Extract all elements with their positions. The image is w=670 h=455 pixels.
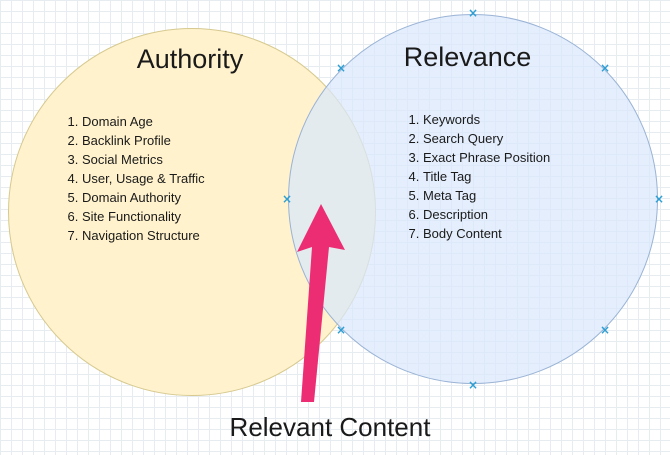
list-item: Keywords xyxy=(423,110,550,129)
arrow-shape[interactable] xyxy=(297,204,345,402)
selection-handle[interactable]: × xyxy=(599,323,611,337)
list-item: Navigation Structure xyxy=(82,226,205,245)
list-item: Social Metrics xyxy=(82,150,205,169)
list-item: Description xyxy=(423,205,550,224)
relevance-circle[interactable] xyxy=(288,14,658,384)
list-item: Site Functionality xyxy=(82,207,205,226)
selection-handle[interactable]: × xyxy=(467,378,479,392)
selection-handle[interactable]: × xyxy=(653,192,665,206)
list-item: Meta Tag xyxy=(423,186,550,205)
list-item: Exact Phrase Position xyxy=(423,148,550,167)
list-item: Domain Authority xyxy=(82,188,205,207)
list-item: Domain Age xyxy=(82,112,205,131)
list-item: Title Tag xyxy=(423,167,550,186)
list-item: Body Content xyxy=(423,224,550,243)
authority-title: Authority xyxy=(136,44,244,74)
list-item: Backlink Profile xyxy=(82,131,205,150)
relevance-title: Relevance xyxy=(403,42,532,72)
list-item: User, Usage & Traffic xyxy=(82,169,205,188)
selection-handle[interactable]: × xyxy=(467,6,479,20)
relevance-list: Keywords Search Query Exact Phrase Posit… xyxy=(403,110,550,243)
selection-handle[interactable]: × xyxy=(335,61,347,75)
list-item: Search Query xyxy=(423,129,550,148)
authority-list: Domain Age Backlink Profile Social Metri… xyxy=(62,112,205,245)
annotation-label[interactable]: Relevant Content xyxy=(229,412,431,442)
selection-handle[interactable]: × xyxy=(335,323,347,337)
selection-handle[interactable]: × xyxy=(281,192,293,206)
selection-handle[interactable]: × xyxy=(599,61,611,75)
